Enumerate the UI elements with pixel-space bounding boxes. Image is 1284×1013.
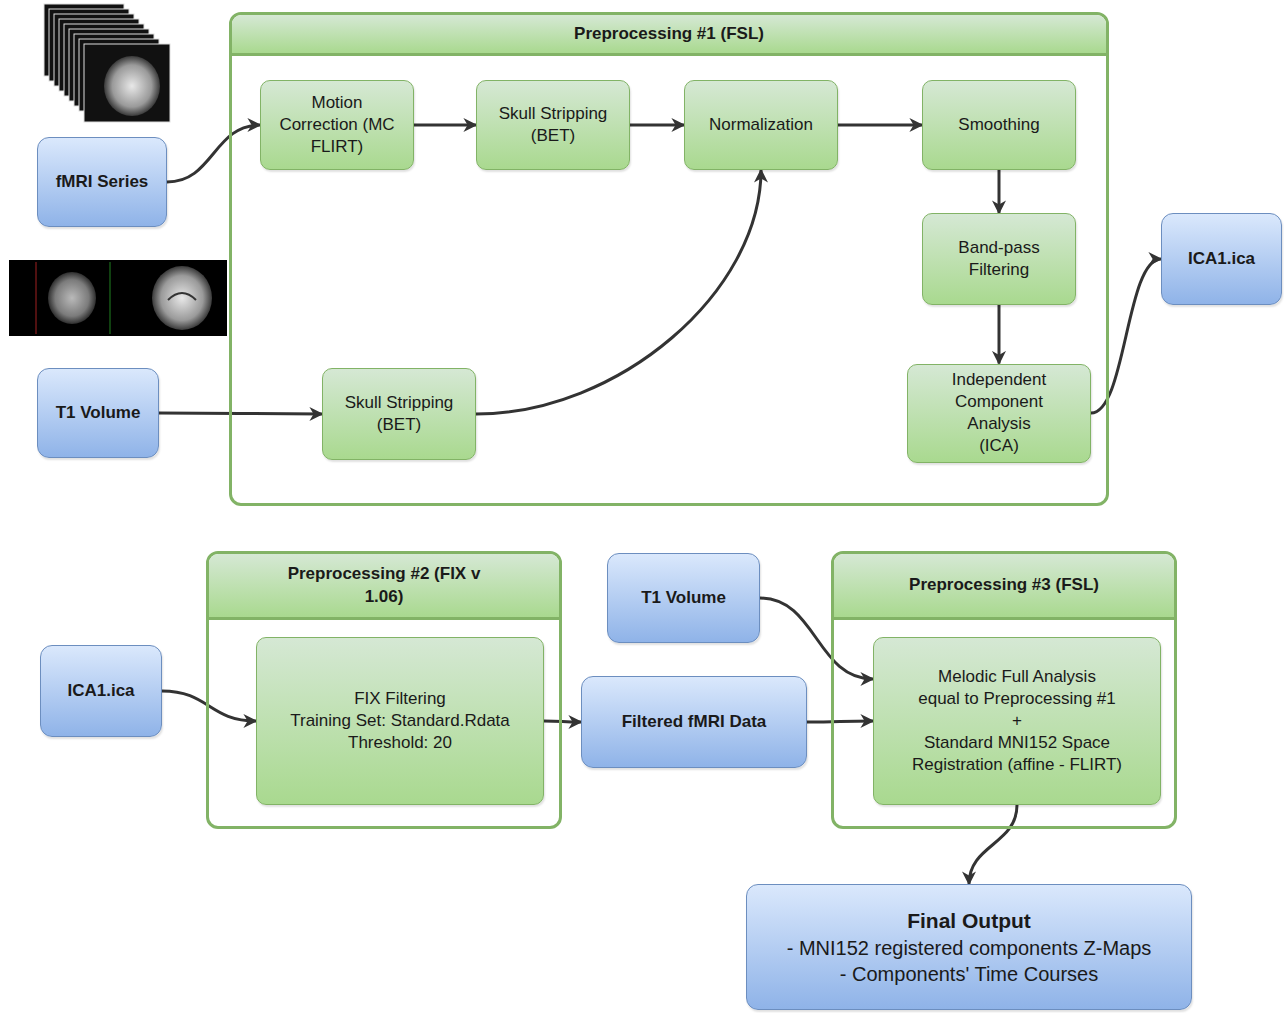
output-box: Final Output- MNI152 registered componen… [746, 884, 1192, 1010]
process-box: Skull Stripping (BET) [476, 80, 630, 170]
container-title: Preprocessing #1 (FSL) [574, 23, 764, 45]
container-header: Preprocessing #2 (FIX v 1.06) [209, 554, 559, 620]
box-text: Band-pass Filtering [934, 237, 1064, 281]
box-label: ICA1.ica [67, 680, 134, 702]
data-box: Filtered fMRI Data [581, 676, 807, 768]
stage-container: Preprocessing #1 (FSL) Motion Correction … [229, 12, 1109, 506]
box-label: T1 Volume [641, 587, 726, 609]
flow-arrow [544, 721, 581, 722]
box-label: Melodic Full Analysis [938, 666, 1096, 688]
box-text: Independent Component Analysis (ICA) [947, 369, 1051, 457]
process-box: Smoothing [922, 80, 1076, 170]
box-text: ICA1.ica [1188, 248, 1255, 270]
stage-container: Preprocessing #2 (FIX v 1.06) FIX Filteri… [206, 551, 562, 829]
box-label: T1 Volume [56, 402, 141, 424]
flow-arrow [998, 170, 1001, 213]
box-text: Melodic Full Analysisequal to Preprocess… [912, 666, 1122, 776]
fmri-stack [44, 4, 170, 122]
box-label: Motion Correction (MC FLIRT) [272, 92, 402, 158]
box-text: fMRI Series [56, 171, 149, 193]
box-text: Normalization [709, 114, 813, 136]
process-box: Motion Correction (MC FLIRT) [260, 80, 414, 170]
process-box: Band-pass Filtering [922, 213, 1076, 305]
box-text: T1 Volume [56, 402, 141, 424]
box-text: Filtered fMRI Data [622, 711, 767, 733]
flow-arrow [1091, 259, 1161, 413]
flow-arrow [807, 721, 873, 722]
flow-arrow [838, 124, 922, 127]
container-title: Preprocessing #2 (FIX v 1.06) [284, 563, 484, 607]
box-label: Final Output [907, 907, 1031, 934]
box-label: Smoothing [958, 114, 1039, 136]
box-label: Independent Component Analysis (ICA) [947, 369, 1051, 457]
box-label: ICA1.ica [1188, 248, 1255, 270]
flow-arrow [476, 170, 761, 414]
box-label: Skull Stripping (BET) [486, 103, 620, 147]
box-text: Smoothing [958, 114, 1039, 136]
flow-arrow [159, 413, 322, 414]
container-header: Preprocessing #1 (FSL) [232, 15, 1106, 56]
box-label: - MNI152 registered components Z-Maps [787, 935, 1152, 961]
flow-arrow [998, 305, 1001, 364]
box-text: Motion Correction (MC FLIRT) [272, 92, 402, 158]
flow-arrow [414, 124, 476, 127]
input-box: fMRI Series [37, 137, 167, 227]
box-label: fMRI Series [56, 171, 149, 193]
box-label: Normalization [709, 114, 813, 136]
process-box: Independent Component Analysis (ICA) [907, 364, 1091, 463]
input-box: ICA1.ica [40, 645, 162, 737]
process-box: Skull Stripping (BET) [322, 368, 476, 460]
input-box: T1 Volume [37, 368, 159, 458]
flow-arrow [969, 805, 1017, 884]
box-text: Skull Stripping (BET) [332, 392, 466, 436]
process-box: Melodic Full Analysisequal to Preprocess… [873, 637, 1161, 805]
input-box: T1 Volume [607, 553, 760, 643]
flow-arrow [630, 124, 684, 127]
flow-arrow [167, 125, 260, 182]
box-label: + [1012, 710, 1022, 732]
box-label: Filtered fMRI Data [622, 711, 767, 733]
box-text: FIX FilteringTraining Set: Standard.Rdat… [290, 688, 510, 754]
process-box: Normalization [684, 80, 838, 170]
box-text: ICA1.ica [67, 680, 134, 702]
box-label: Band-pass Filtering [934, 237, 1064, 281]
box-label: equal to Preprocessing #1 [918, 688, 1116, 710]
t1-thumbnail [9, 260, 227, 336]
box-text: Final Output- MNI152 registered componen… [787, 907, 1152, 986]
box-text: Skull Stripping (BET) [486, 103, 620, 147]
container-title: Preprocessing #3 (FSL) [909, 574, 1099, 596]
box-label: Registration (affine - FLIRT) [912, 754, 1122, 776]
box-label: Skull Stripping (BET) [332, 392, 466, 436]
box-label: Training Set: Standard.Rdata [290, 710, 510, 732]
box-label: Threshold: 20 [348, 732, 452, 754]
box-text: T1 Volume [641, 587, 726, 609]
box-label: - Components' Time Courses [840, 961, 1098, 987]
container-header: Preprocessing #3 (FSL) [834, 554, 1174, 620]
output-box: ICA1.ica [1161, 213, 1282, 305]
flow-arrow [162, 691, 256, 721]
box-label: Standard MNI152 Space [924, 732, 1110, 754]
stage-container: Preprocessing #3 (FSL) Melodic Full Analy… [831, 551, 1177, 829]
process-box: FIX FilteringTraining Set: Standard.Rdat… [256, 637, 544, 805]
box-label: FIX Filtering [354, 688, 446, 710]
